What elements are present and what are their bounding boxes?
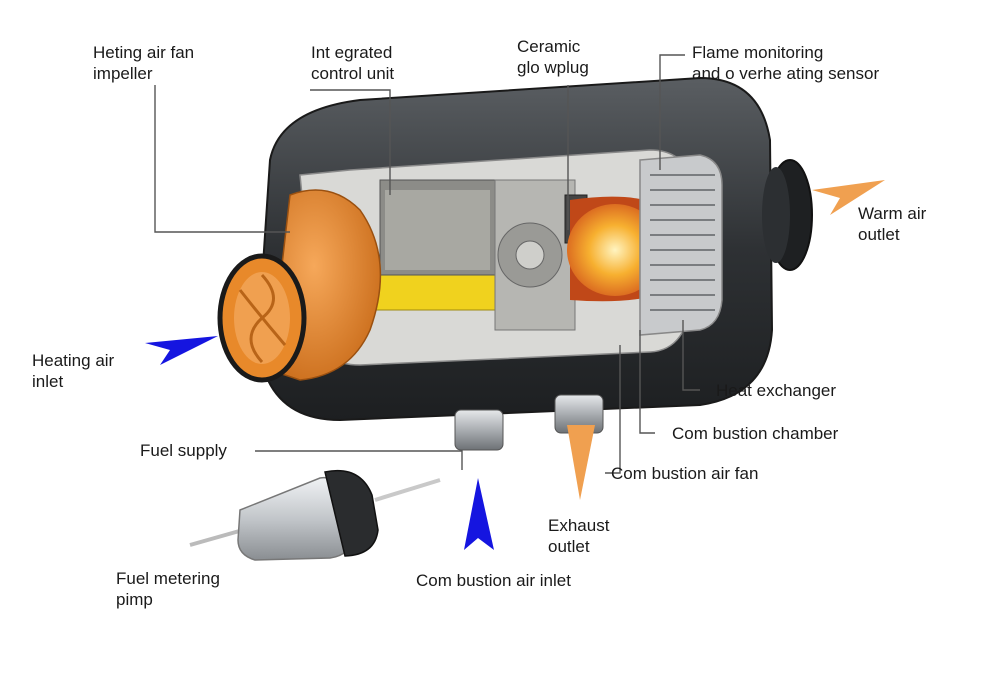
label-flame-sensor-line2: and o verhe ating sensor (692, 64, 880, 83)
warm-air-outlet-arrow (812, 180, 885, 215)
label-exhaust-outlet-line2: outlet (548, 537, 590, 556)
label-ceramic-glow-plug: Ceramic glo wplug (517, 36, 589, 78)
label-combustion-air-fan: Com bustion air fan (611, 464, 759, 483)
label-heating-air-fan-impeller-line2: impeller (93, 64, 153, 83)
label-heating-air-inlet-line1: Heating air (32, 351, 115, 370)
label-exhaust-outlet: Exhaust outlet (548, 515, 609, 557)
label-heating-air-inlet-line2: inlet (32, 372, 64, 391)
label-heating-air-fan-impeller: Heting air fan impeller (93, 42, 194, 84)
fuel-metering-pump (189, 470, 441, 561)
label-heating-air-fan-impeller-line1: Heting air fan (93, 43, 195, 62)
label-flame-sensor-line1: Flame monitoring (692, 43, 824, 62)
label-fuel-supply: Fuel supply (140, 441, 227, 460)
label-ceramic-glow-plug-line1: Ceramic (517, 37, 581, 56)
label-warm-air-outlet-line1: Warm air (858, 204, 927, 223)
label-integrated-control-unit: Int egrated control unit (311, 42, 394, 84)
label-fuel-metering-pump: Fuel metering pimp (116, 568, 220, 610)
exhaust-outlet-arrow (567, 425, 595, 500)
heating-air-fan-impeller (217, 189, 382, 383)
combustion-air-inlet-arrow (464, 478, 494, 550)
label-flame-sensor: Flame monitoring and o verhe ating senso… (692, 42, 879, 84)
label-heat-exchanger: Heat exchanger (716, 381, 837, 400)
heat-exchanger-fins (639, 154, 723, 336)
label-combustion-chamber: Com bustion chamber (672, 424, 839, 443)
label-fuel-metering-pump-line1: Fuel metering (116, 569, 220, 588)
label-fuel-metering-pump-line2: pimp (116, 590, 153, 609)
label-combustion-air-inlet: Com bustion air inlet (416, 571, 571, 590)
cutaway-interior (299, 149, 693, 366)
leader-lines (154, 54, 700, 474)
label-ceramic-glow-plug-line2: glo wplug (517, 58, 589, 77)
label-warm-air-outlet: Warm air outlet (858, 203, 926, 245)
label-integrated-control-unit-line1: Int egrated (311, 43, 393, 62)
bottom-pipes (454, 394, 604, 451)
label-warm-air-outlet-line2: outlet (858, 225, 900, 244)
label-heating-air-inlet: Heating air inlet (32, 350, 114, 392)
heating-air-inlet-arrow (145, 336, 218, 365)
label-integrated-control-unit-line2: control unit (311, 64, 395, 83)
label-exhaust-outlet-line1: Exhaust (548, 516, 610, 535)
